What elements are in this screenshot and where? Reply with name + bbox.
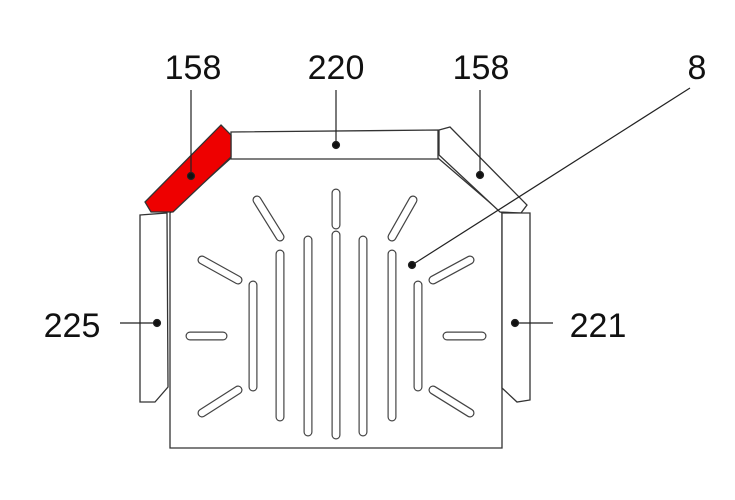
leader-dot-158-left (186, 171, 196, 181)
grate-slot (429, 256, 474, 284)
part-225-left-plate[interactable] (139, 212, 169, 403)
grate-slot (253, 196, 284, 241)
leader-dot-225 (152, 318, 162, 328)
leader-dot-220 (331, 140, 341, 150)
leader-dot-221 (510, 318, 520, 328)
label-158-left: 158 (165, 49, 222, 87)
grate-slot (388, 196, 417, 241)
leader-dot-8 (407, 260, 417, 270)
part-221-right-plate[interactable] (501, 212, 531, 403)
label-221: 221 (570, 307, 627, 345)
part-158-left-plate-highlighted[interactable] (144, 124, 232, 213)
leader-line-8 (411, 87, 691, 266)
grate-slots (185, 188, 487, 440)
grate-slot (429, 386, 474, 417)
label-220: 220 (308, 49, 365, 87)
grate-slot (198, 386, 242, 417)
label-8: 8 (688, 49, 707, 87)
leader-dot-158-right (475, 170, 485, 180)
grate-slot (198, 256, 242, 284)
label-158-right: 158 (453, 49, 510, 87)
label-225: 225 (44, 307, 101, 345)
